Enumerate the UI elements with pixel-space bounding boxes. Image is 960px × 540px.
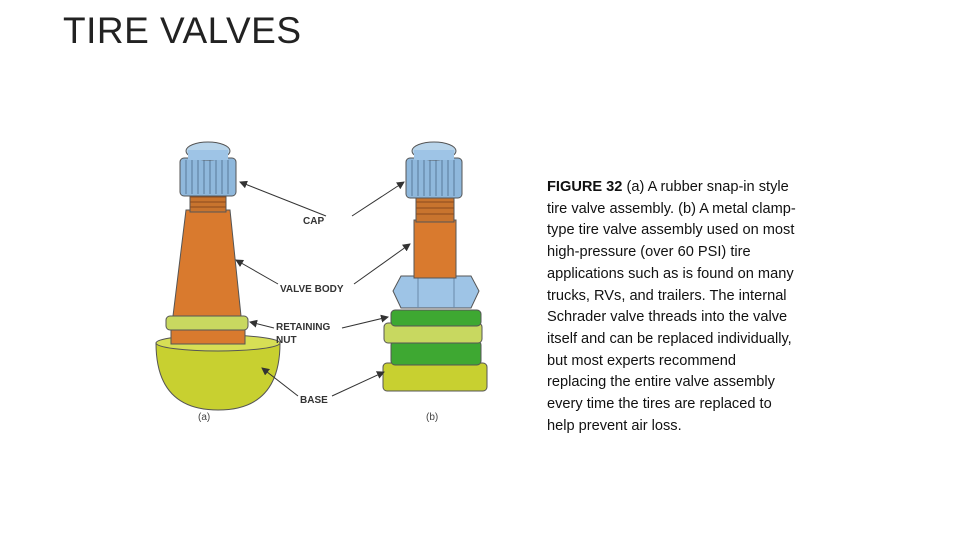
slide-title: TIRE VALVES [63,10,302,51]
figure-caption: FIGURE 32 (a) A rubber snap-in style tir… [547,177,797,437]
valve-b-retaining-nut [390,309,482,327]
leader-arrows [235,180,411,397]
tire-valve-figure: CAP VALVE BODY RETAINING NUT BASE (a) (b… [148,138,498,428]
label-b: (b) [426,412,438,423]
label-base: BASE [300,395,328,406]
label-nut: NUT [276,335,297,346]
label-cap: CAP [303,216,324,227]
label-valve-body: VALVE BODY [280,284,344,295]
valve-b-base [382,362,488,392]
valve-a-body [172,209,242,317]
caption-text: (a) A rubber snap-in style tire valve as… [547,179,796,434]
label-a: (a) [198,412,210,423]
figure-number: FIGURE 32 [547,179,623,195]
valve-b [382,141,488,392]
valve-a [155,141,281,411]
valve-b-body [413,219,457,279]
valve-a-base [155,342,281,411]
tire-valve-illustration: CAP VALVE BODY RETAINING NUT BASE (a) (b… [155,141,488,423]
label-retaining: RETAINING [276,322,330,333]
valve-a-ring [165,315,249,331]
